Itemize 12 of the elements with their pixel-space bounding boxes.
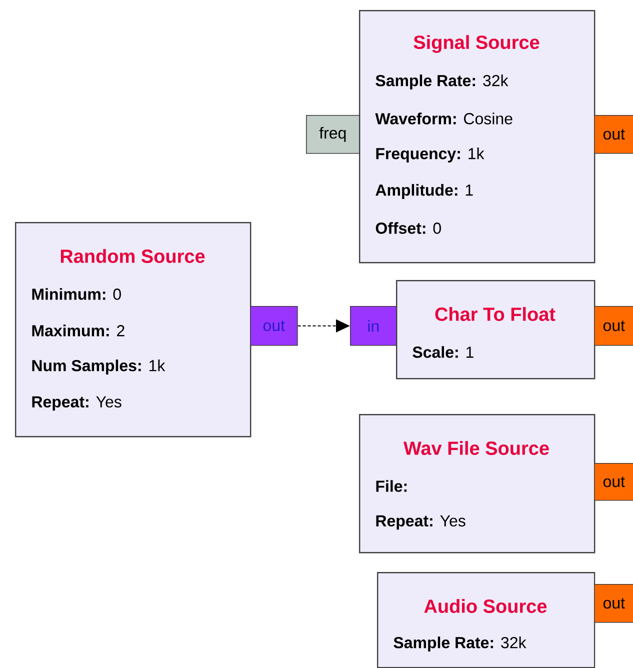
port-box: out bbox=[594, 115, 633, 154]
port-box: out bbox=[250, 306, 298, 346]
block-box: Char To Float Scale: 1 bbox=[396, 280, 596, 380]
port-box: in bbox=[350, 306, 397, 346]
port-box: freq bbox=[306, 115, 360, 154]
port-box: out bbox=[594, 463, 633, 501]
block-box: Random Source Minimum: 0 Maximum: 2 Num Samples: 1k Repeat: Yes bbox=[15, 222, 252, 438]
block-box: Audio Source Sample Rate: 32k bbox=[377, 572, 596, 668]
port-box: out bbox=[594, 306, 633, 346]
block-box: Wav File Source File: Repeat: Yes bbox=[359, 414, 596, 554]
block-box: Signal Source Sample Rate: 32k Waveform: Cosine Frequency: 1k Amplitude: 1 Offset: 0 bbox=[359, 10, 596, 264]
port-box: out bbox=[594, 584, 633, 623]
